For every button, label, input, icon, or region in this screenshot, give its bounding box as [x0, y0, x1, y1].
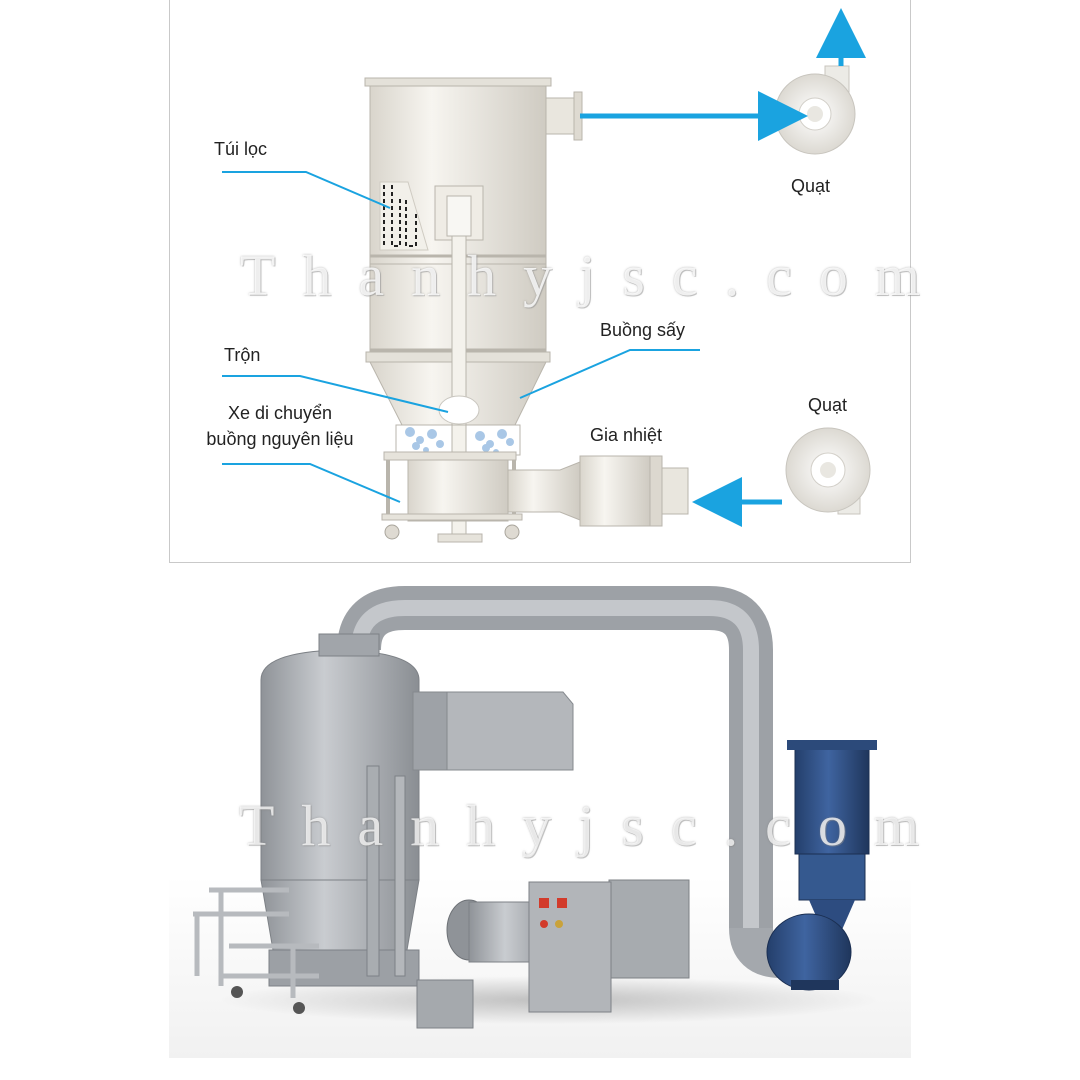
schematic-diagram: Túi lọc Quạt Buồng sấy Trộn Xe di chuyển… — [169, 0, 920, 563]
label-fan-top: Quạt — [791, 176, 831, 196]
label-drying-chamber: Buồng sấy — [600, 320, 686, 340]
airflow-arrows — [580, 8, 866, 527]
label-heater: Gia nhiệt — [590, 425, 663, 445]
dryer-vessel — [364, 77, 689, 543]
machine-illustration: Thanhyjsc.com — [169, 580, 919, 1058]
exhaust-fan — [774, 65, 856, 155]
label-cart-line2: buồng nguyên liệu — [206, 429, 354, 449]
label-mixing: Trộn — [224, 345, 261, 365]
label-cart-line1: Xe di chuyển — [227, 403, 333, 423]
label-fan-bottom: Quạt — [808, 395, 848, 415]
label-material-cart: Xe di chuyển buồng nguyên liệu — [196, 400, 364, 452]
blue-blower — [766, 740, 877, 991]
machine-drawing — [193, 586, 879, 1029]
main-dryer — [193, 586, 783, 1014]
heater-unit — [416, 879, 690, 1029]
label-filter-bag: Túi lọc — [214, 139, 268, 159]
inlet-fan — [785, 427, 871, 515]
schematic-drawing — [222, 8, 871, 543]
label-leaders — [222, 171, 700, 503]
